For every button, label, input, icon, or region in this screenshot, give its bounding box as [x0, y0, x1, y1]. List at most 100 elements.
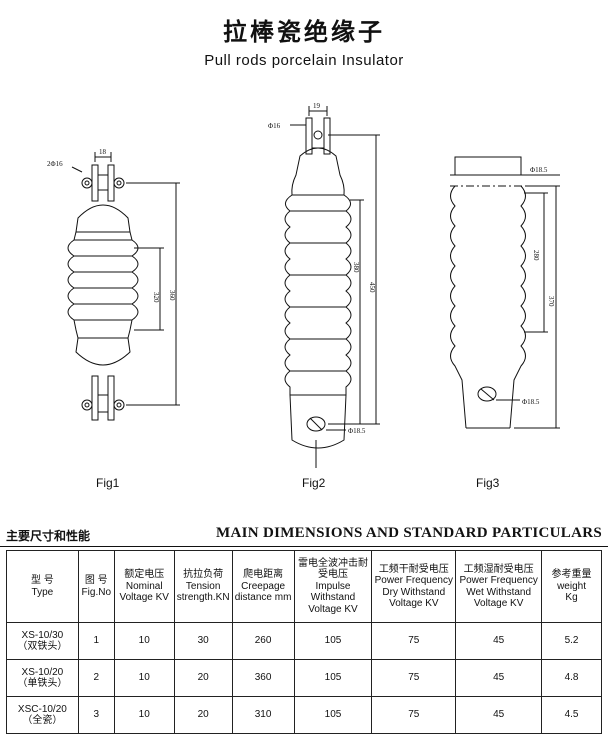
header-en-text: Power Frequency	[459, 575, 538, 586]
header-en-text: distance mm	[234, 592, 292, 604]
type-text: XS-10/20	[21, 666, 64, 678]
fig3-dim-total: 370	[547, 296, 555, 307]
cell-weight: 5.2	[541, 622, 602, 660]
cell-wet: 45	[455, 696, 543, 734]
cell-tension: 30	[173, 622, 233, 660]
cell-weight: 4.5	[541, 696, 602, 734]
header-en-text: Tension	[185, 580, 221, 592]
header-en-text: Voltage KV	[389, 598, 439, 609]
header-cn-text: 抗拉负荷	[183, 569, 224, 581]
header-en-text: Withstand	[310, 592, 356, 604]
cell-dry: 75	[371, 622, 457, 660]
fig1-label: Fig1	[96, 476, 120, 490]
fig2-drawing	[284, 106, 380, 468]
cell-tension: 20	[173, 696, 233, 734]
type-note-text: （双铁头）	[17, 641, 68, 652]
header-cn-text: 工频干耐受电压	[378, 563, 449, 575]
cell-fig: 1	[77, 622, 115, 660]
fig2-dim-width: 19	[313, 102, 321, 110]
cell-fig: 3	[77, 696, 115, 734]
header-cn-text: 图 号	[84, 575, 108, 586]
header-cn-text: 型 号	[31, 575, 54, 586]
fig3-label: Fig3	[476, 476, 500, 490]
cell-voltage: 10	[113, 622, 175, 660]
fig2-dim-hole: Φ16	[268, 122, 281, 130]
fig1-dim-total: 360	[168, 290, 176, 301]
fig2-dim-bottom-hole: Φ18.5	[348, 427, 366, 435]
header-en-text: strength.KN	[176, 592, 230, 604]
fig3-drawing	[450, 156, 560, 429]
page-title-cn: 拉棒瓷绝缘子	[223, 18, 385, 46]
cell-creepage: 310	[231, 696, 295, 734]
header-en-text: Wet Withstand	[466, 586, 532, 598]
cell-impulse: 105	[293, 622, 373, 660]
type-note-text: （全瓷）	[22, 715, 63, 726]
cell-creepage: 360	[231, 659, 295, 697]
type-text: XS-10/30	[21, 629, 64, 641]
type-cell: XS-10/30（双铁头）	[6, 622, 79, 660]
fig2-label: Fig2	[302, 476, 326, 490]
section-title-en: MAIN DIMENSIONS AND STANDARD PARTICULARS	[216, 525, 602, 541]
header-en-text: Nominal	[125, 580, 163, 592]
header-en-text: Fig.No	[81, 586, 111, 598]
header-cn-text: 额定电压	[124, 569, 165, 581]
fig2-dim-total: 450	[368, 282, 376, 293]
header-en-text: weight	[557, 580, 586, 592]
type-cell: XSC-10/20（全瓷）	[6, 696, 79, 734]
header-cn-text: 爬电距离	[243, 569, 284, 581]
fig3-dim-body: 280	[532, 250, 540, 261]
cell-dry: 75	[371, 696, 457, 734]
cell-wet: 45	[455, 659, 543, 697]
page-title-en: Pull rods porcelain Insulator	[204, 52, 404, 69]
header-en-text: Kg	[565, 592, 578, 604]
cell-wet: 45	[455, 622, 543, 660]
header-en-text: Dry Withstand	[382, 586, 446, 598]
header-cn-text: 雷电全波冲击耐受电压	[297, 557, 368, 581]
header-en-text: Voltage KV	[119, 592, 169, 604]
header-en-text: Type	[31, 586, 54, 598]
cell-fig: 2	[77, 659, 115, 697]
cell-voltage: 10	[113, 696, 175, 734]
header-en-text: Impulse	[315, 580, 351, 592]
fig1-dim-hole: 2Φ16	[47, 160, 63, 168]
fig3-dim-top-hole: Φ18.5	[530, 166, 548, 174]
fig1-dim-width: 18	[99, 148, 107, 156]
fig1-dim-body: 320	[152, 292, 160, 303]
fig3-dim-bottom-hole: Φ18.5	[522, 398, 540, 406]
type-note-text: （单铁头）	[17, 678, 68, 689]
cell-weight: 4.8	[541, 659, 602, 697]
header-cn-text: 参考重量	[551, 569, 592, 581]
insulator-drawings: 18 2Φ16 320 360	[47, 102, 560, 468]
cell-tension: 20	[173, 659, 233, 697]
section-title-cn: 主要尺寸和性能	[6, 529, 91, 543]
header-en-text: Power Frequency	[374, 575, 453, 586]
cell-creepage: 260	[231, 622, 295, 660]
fig1-drawing	[67, 152, 180, 421]
cell-impulse: 105	[293, 696, 373, 734]
cell-voltage: 10	[113, 659, 175, 697]
header-en-text: Voltage KV	[473, 598, 524, 609]
header-en-text: Voltage KV	[308, 603, 358, 615]
type-cell: XS-10/20（单铁头）	[6, 659, 79, 697]
header-cn-text: 工频湿耐受电压	[463, 563, 534, 575]
header-en-text: Creepage	[241, 580, 286, 592]
fig2-dim-body: 380	[352, 262, 360, 273]
type-text: XSC-10/20	[17, 703, 67, 715]
section-divider	[0, 546, 608, 547]
cell-impulse: 105	[293, 659, 373, 697]
